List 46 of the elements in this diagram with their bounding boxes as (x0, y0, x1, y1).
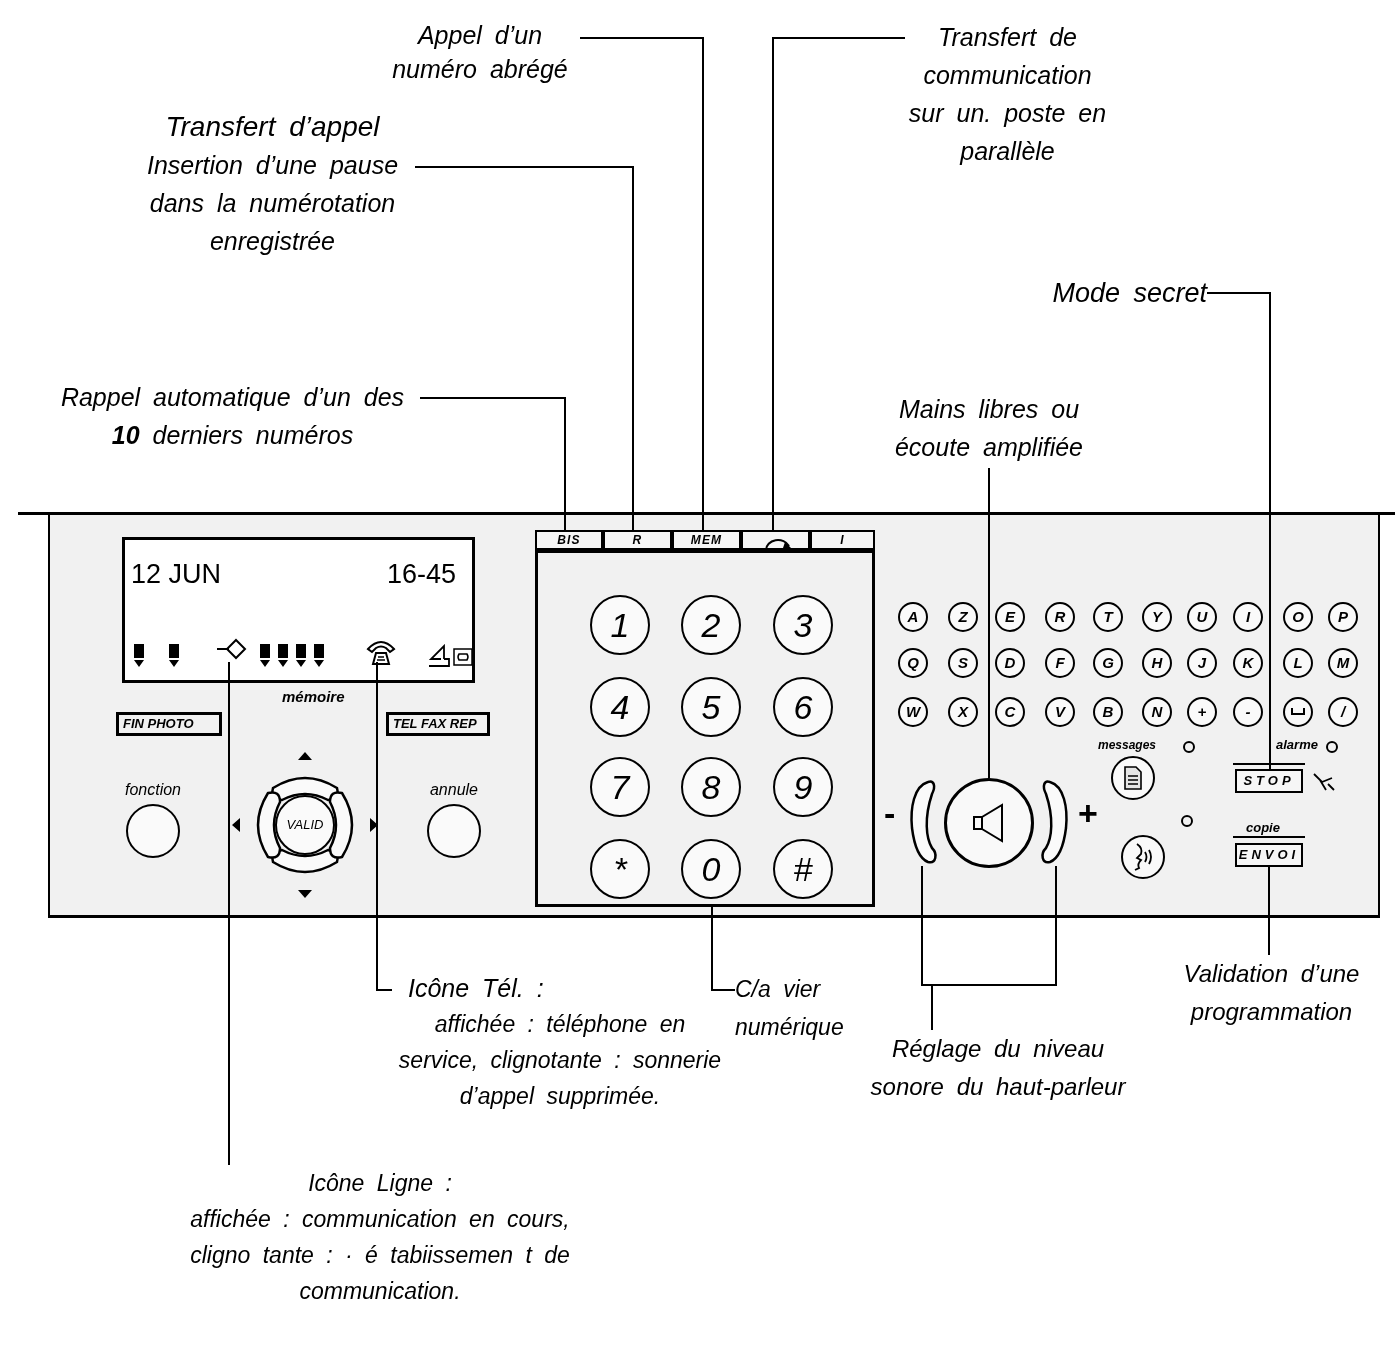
lcd-display (122, 537, 475, 683)
display-text: 16-45 (387, 558, 457, 591)
leader-line (931, 865, 1057, 1031)
keypad-frame (535, 550, 875, 907)
leader-line (419, 397, 566, 531)
leader-line (579, 37, 704, 531)
callout-text: Réglage du niveau sonore du haut-parleur (866, 1030, 1130, 1146)
callout-text: Mains libres ou écoute amplifiée (864, 390, 1114, 468)
callout-text: Insertion d’une pause dans la numérotation enregistrée (145, 150, 400, 257)
leader-line (376, 661, 393, 991)
callout-heading: Transfert d’appel (164, 110, 381, 144)
leader-line (414, 166, 634, 531)
mode-indicator: TEL FAX REP (386, 712, 490, 736)
leader-line (228, 661, 230, 1166)
button-label: messages (1098, 737, 1157, 754)
panel-label: copie (1246, 819, 1280, 837)
callout-text: Transfert de communication sur un. poste en parallèle (905, 18, 1110, 174)
callout-text: Rappel automatique d’un des 10 derniers numéros (45, 378, 420, 456)
button-label: annule (429, 780, 478, 800)
key-button: MEM (672, 530, 741, 550)
mode-indicator: FIN PHOTO (116, 712, 222, 736)
key-button (741, 530, 810, 550)
key-button: STOP (1235, 769, 1303, 793)
callout-heading: Icône Ligne : (307, 1169, 453, 1198)
leader-line (1206, 292, 1271, 770)
leader-line (711, 906, 736, 991)
callout-text: affichée : communication en cours, cligno tante : · é tabiissemen t de communication. (189, 1205, 571, 1306)
callout-heading: Icône Tél. : (407, 973, 545, 1004)
callout-text: C/a vier numérique (735, 970, 862, 1048)
callout-text: Appel d’un numéro abrégé (380, 18, 580, 90)
key-button: I (810, 530, 875, 550)
callout-text: Mode secret (1020, 276, 1207, 310)
leader-line (772, 37, 906, 531)
panel-label: alarme (1276, 736, 1318, 754)
callout-text: Validation d’une programmation (1150, 955, 1393, 1035)
key-button: ENVOI (1235, 843, 1303, 867)
volume-sign: - (884, 796, 896, 830)
key-button: BIS (535, 530, 603, 550)
button-label: fonction (124, 780, 181, 800)
panel-label: mémoire (282, 687, 345, 707)
key-button: R (603, 530, 672, 550)
callout-text: affichée : téléphone en service, clignotante : sonnerie d’appel supprimée. (397, 1010, 723, 1111)
display-text: 12 JUN (131, 558, 222, 591)
volume-sign: + (1078, 796, 1098, 830)
leader-line (1268, 866, 1270, 956)
leader-line (988, 467, 990, 779)
